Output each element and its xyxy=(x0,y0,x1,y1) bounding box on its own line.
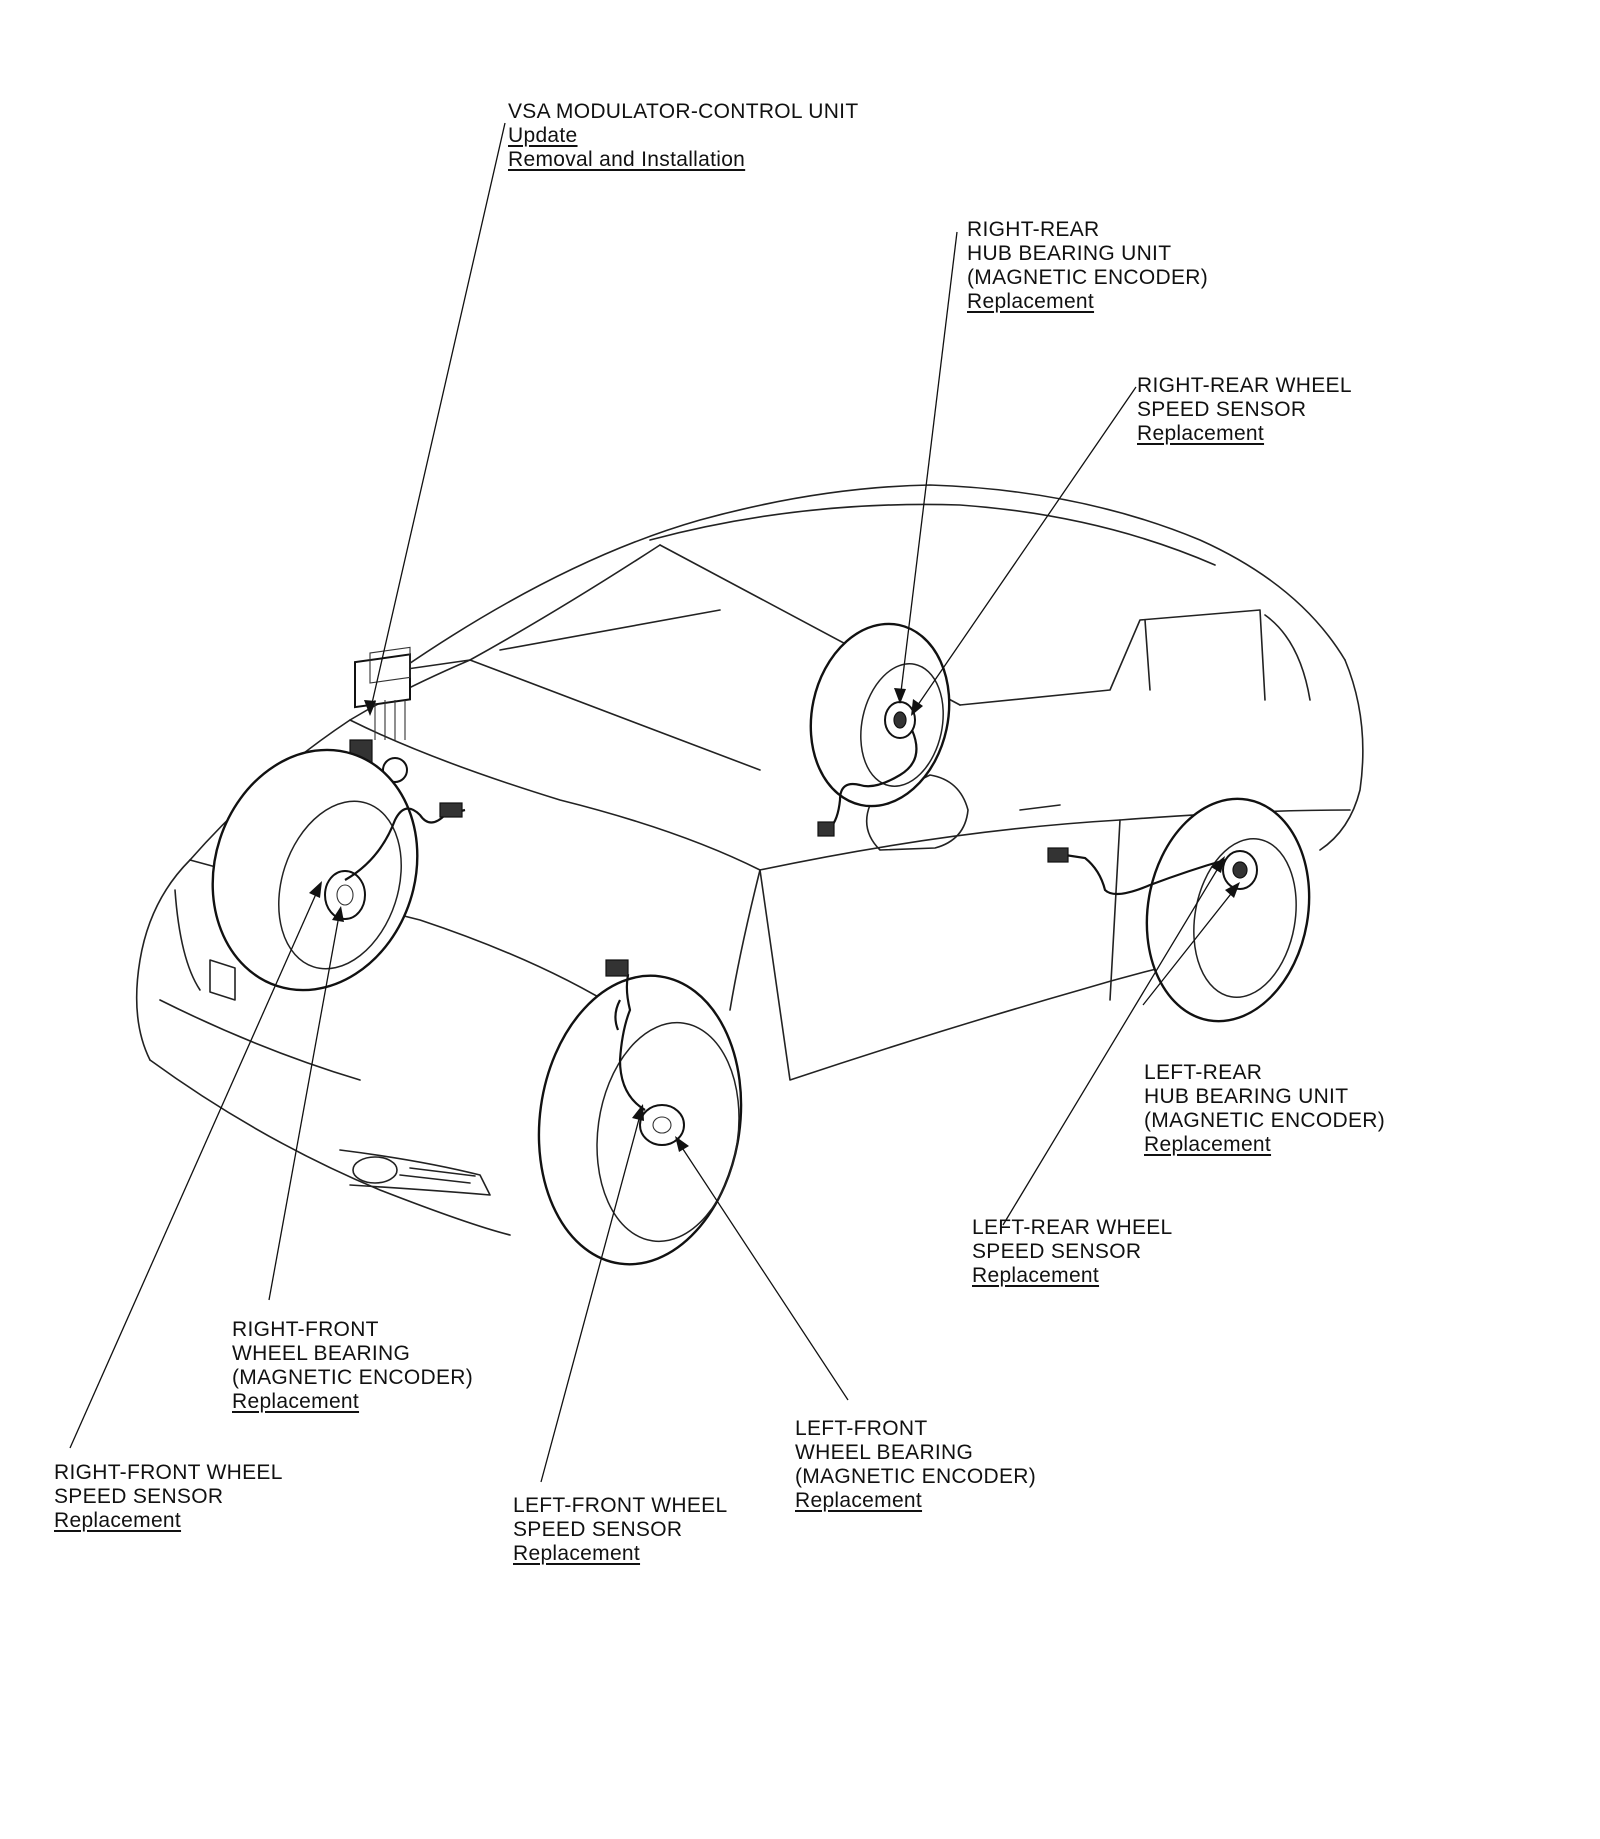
callout-title: LEFT-FRONT xyxy=(795,1417,928,1440)
callout-title: HUB BEARING UNIT xyxy=(1144,1085,1349,1108)
callout-right-rear-wheel-speed-sensor: RIGHT-REAR WHEEL SPEED SENSOR Replacemen… xyxy=(1137,374,1352,446)
replacement-link[interactable]: Replacement xyxy=(513,1542,641,1565)
callout-title: WHEEL BEARING xyxy=(232,1342,411,1365)
callout-left-rear-hub-bearing: LEFT-REAR HUB BEARING UNIT (MAGNETIC ENC… xyxy=(1144,1061,1385,1157)
callout-title: SPEED SENSOR xyxy=(54,1485,224,1508)
update-link[interactable]: Update xyxy=(508,124,578,147)
replacement-link[interactable]: Replacement xyxy=(1137,422,1265,445)
callout-title: RIGHT-FRONT WHEEL xyxy=(54,1461,283,1484)
callout-title: SPEED SENSOR xyxy=(972,1240,1142,1263)
callout-vsa-modulator: VSA MODULATOR-CONTROL UNIT Update Remova… xyxy=(508,100,858,172)
callout-title: WHEEL BEARING xyxy=(795,1441,974,1464)
replacement-link[interactable]: Replacement xyxy=(54,1509,182,1532)
replacement-link[interactable]: Replacement xyxy=(967,290,1095,313)
callout-title: SPEED SENSOR xyxy=(1137,398,1307,421)
callout-title: RIGHT-REAR WHEEL xyxy=(1137,374,1352,397)
callout-left-rear-wheel-speed-sensor: LEFT-REAR WHEEL SPEED SENSOR Replacement xyxy=(972,1216,1173,1288)
replacement-link[interactable]: Replacement xyxy=(972,1264,1100,1287)
callout-right-rear-hub-bearing: RIGHT-REAR HUB BEARING UNIT (MAGNETIC EN… xyxy=(967,218,1208,314)
removal-installation-link[interactable]: Removal and Installation xyxy=(508,148,746,171)
callout-left-front-wheel-bearing: LEFT-FRONT WHEEL BEARING (MAGNETIC ENCOD… xyxy=(795,1417,1036,1513)
callout-title: LEFT-FRONT WHEEL xyxy=(513,1494,728,1517)
replacement-link[interactable]: Replacement xyxy=(795,1489,923,1512)
callout-title: VSA MODULATOR-CONTROL UNIT xyxy=(508,100,859,123)
callout-title: HUB BEARING UNIT xyxy=(967,242,1172,265)
callout-title: LEFT-REAR WHEEL xyxy=(972,1216,1173,1239)
callout-title: RIGHT-FRONT xyxy=(232,1318,379,1341)
replacement-link[interactable]: Replacement xyxy=(232,1390,360,1413)
callout-right-front-wheel-speed-sensor: RIGHT-FRONT WHEEL SPEED SENSOR Replaceme… xyxy=(54,1461,283,1533)
callout-title: SPEED SENSOR xyxy=(513,1518,683,1541)
callout-left-front-wheel-speed-sensor: LEFT-FRONT WHEEL SPEED SENSOR Replacemen… xyxy=(513,1494,727,1566)
callout-title: LEFT-REAR xyxy=(1144,1061,1263,1084)
right-front-wheel xyxy=(211,748,466,992)
callout-title: (MAGNETIC ENCODER) xyxy=(967,266,1209,289)
replacement-link[interactable]: Replacement xyxy=(1144,1133,1272,1156)
callout-right-front-wheel-bearing: RIGHT-FRONT WHEEL BEARING (MAGNETIC ENCO… xyxy=(232,1318,473,1414)
leader-lines xyxy=(69,122,1240,1483)
callout-title: (MAGNETIC ENCODER) xyxy=(795,1465,1037,1488)
left-rear-wheel xyxy=(1047,797,1311,1023)
callout-title: (MAGNETIC ENCODER) xyxy=(232,1366,474,1389)
callout-title: (MAGNETIC ENCODER) xyxy=(1144,1109,1386,1132)
right-rear-wheel xyxy=(809,622,951,837)
callout-title: RIGHT-REAR xyxy=(967,218,1100,241)
